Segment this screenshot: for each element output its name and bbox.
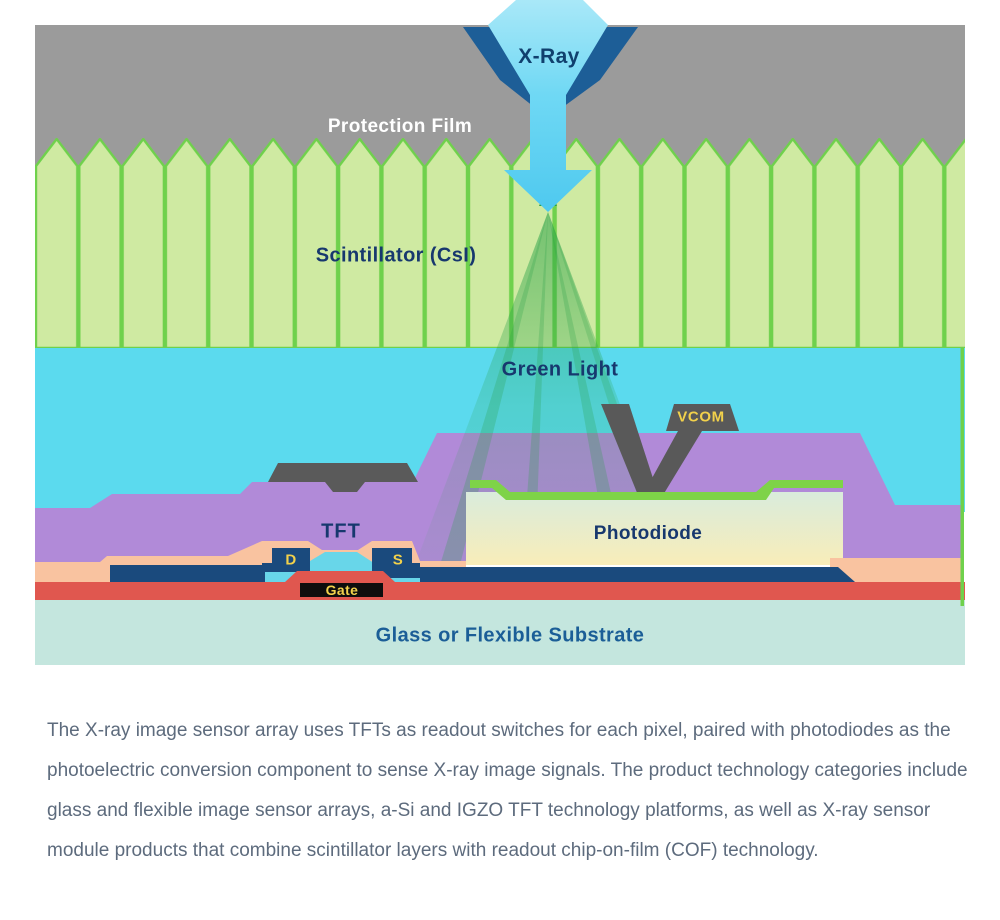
diagram-art [35,0,965,665]
xray-sensor-diagram: X-Ray Protection Film Scintillator (CsI)… [35,0,965,665]
substrate-layer [35,600,965,665]
xray-beam-arrow-icon [488,0,608,212]
vcom-v-left [601,404,660,500]
light-cone-ray [548,212,627,565]
drain-electrode [262,548,310,572]
light-cone-ray [440,212,548,565]
gate-insulator-layer [35,582,965,600]
light-cone-ray [522,212,548,565]
source-electrode [372,548,420,578]
light-shield [268,463,418,492]
gate-insulator-bump [285,571,395,582]
caption-text: The X-ray image sensor array uses TFTs a… [47,720,968,861]
gate-metal [300,583,383,597]
vcom-electrode [601,404,739,500]
photodiode-bottom-electrode [420,567,855,582]
data-line [110,565,265,582]
vcom-v-right [640,431,702,500]
light-cone-main [415,212,680,565]
scintillator-layer [35,138,965,348]
vcom-pad [666,404,739,431]
photodiode-top-contact [470,480,843,500]
passivation-right [830,558,963,583]
photodiode-body [466,492,843,565]
right-edge-border [960,348,964,606]
